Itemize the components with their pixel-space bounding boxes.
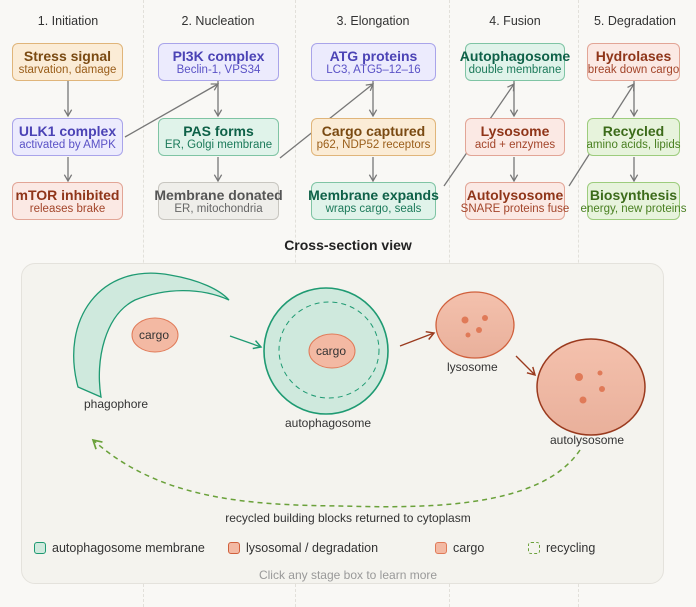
- box-subtitle: SNARE proteins fuse: [460, 202, 570, 215]
- cross-section-title: Cross-section view: [284, 237, 412, 253]
- stage-box-stress-signal[interactable]: Stress signal starvation, damage: [12, 43, 123, 81]
- recycling-swatch-icon: [528, 542, 540, 554]
- box-title: Membrane expands: [308, 186, 439, 203]
- recycle-caption: recycled building blocks returned to cyt…: [225, 511, 471, 525]
- stage-box-mtor-inhibited[interactable]: mTOR inhibited releases brake: [12, 182, 123, 220]
- stage-box-atg-proteins[interactable]: ATG proteins LC3, ATG5–12–16: [311, 43, 436, 81]
- stage-box-hydrolases[interactable]: Hydrolases break down cargo: [587, 43, 680, 81]
- stage-box-autolysosome[interactable]: Autolysosome SNARE proteins fuse: [461, 182, 569, 220]
- box-subtitle: ER, mitochondria: [174, 202, 263, 215]
- box-subtitle: starvation, damage: [18, 63, 117, 76]
- stage-title-nucleation: 2. Nucleation: [181, 14, 255, 28]
- legend-item-membrane: autophagosome membrane: [34, 541, 205, 555]
- stage-box-pi3k-complex[interactable]: PI3K complex Beclin-1, VPS34: [158, 43, 279, 81]
- box-title: Lysosome: [480, 122, 550, 139]
- autolysosome-label: autolysosome: [550, 433, 625, 447]
- box-subtitle: double membrane: [468, 63, 562, 76]
- stage-title-initiation: 1. Initiation: [37, 14, 99, 28]
- stage-box-cargo-captured[interactable]: Cargo captured p62, NDP52 receptors: [311, 118, 436, 156]
- legend-label: lysosomal / degradation: [246, 541, 379, 555]
- autophagosome-label: autophagosome: [285, 416, 372, 430]
- stage-box-membrane-expands[interactable]: Membrane expands wraps cargo, seals: [308, 182, 439, 220]
- cargo-label: cargo: [139, 328, 170, 342]
- lysosomal-swatch-icon: [228, 542, 240, 554]
- box-subtitle: ER, Golgi membrane: [164, 138, 273, 151]
- legend-label: recycling: [546, 541, 596, 555]
- cargo-label: cargo: [316, 344, 347, 358]
- stage-box-pas-forms[interactable]: PAS forms ER, Golgi membrane: [158, 118, 279, 156]
- box-title: Stress signal: [23, 47, 112, 64]
- legend-item-cargo: cargo: [435, 541, 484, 555]
- legend-label: autophagosome membrane: [52, 541, 205, 555]
- membrane-swatch-icon: [34, 542, 46, 554]
- stage-title-degradation: 5. Degradation: [593, 14, 676, 28]
- box-title: Recycled: [602, 122, 665, 139]
- box-title: Autolysosome: [466, 186, 564, 203]
- legend: autophagosome membrane lysosomal / degra…: [34, 541, 654, 557]
- box-title: Autophagosome: [459, 47, 571, 64]
- box-subtitle: amino acids, lipids: [586, 138, 681, 151]
- stage-box-lysosome[interactable]: Lysosome acid + enzymes: [465, 118, 565, 156]
- stage-title-fusion: 4. Fusion: [489, 14, 541, 28]
- stage-box-membrane-donated[interactable]: Membrane donated ER, mitochondria: [154, 182, 283, 220]
- box-title: Cargo captured: [321, 122, 426, 139]
- box-title: PI3K complex: [172, 47, 265, 64]
- phagophore-label: phagophore: [84, 397, 149, 411]
- stage-box-recycled[interactable]: Recycled amino acids, lipids: [587, 118, 680, 156]
- box-title: Membrane donated: [154, 186, 283, 203]
- cargo-swatch-icon: [435, 542, 447, 554]
- stage-box-biosynthesis[interactable]: Biosynthesis energy, new proteins: [581, 182, 686, 220]
- box-title: PAS forms: [183, 122, 254, 139]
- footer-hint: Click any stage box to learn more: [258, 568, 438, 582]
- legend-label: cargo: [453, 541, 485, 555]
- stage-title-elongation: 3. Elongation: [336, 14, 410, 28]
- box-subtitle: energy, new proteins: [580, 202, 687, 215]
- box-subtitle: p62, NDP52 receptors: [316, 138, 431, 151]
- box-subtitle: wraps cargo, seals: [325, 202, 422, 215]
- box-subtitle: acid + enzymes: [474, 138, 556, 151]
- box-title: Biosynthesis: [589, 186, 678, 203]
- legend-item-lysosomal: lysosomal / degradation: [228, 541, 378, 555]
- box-subtitle: releases brake: [29, 202, 106, 215]
- box-title: ATG proteins: [329, 47, 418, 64]
- stage-box-autophagosome[interactable]: Autophagosome double membrane: [460, 43, 570, 81]
- box-subtitle: Beclin-1, VPS34: [176, 63, 261, 76]
- lysosome-label: lysosome: [447, 360, 498, 374]
- box-subtitle: activated by AMPK: [19, 138, 116, 151]
- box-subtitle: LC3, ATG5–12–16: [326, 63, 421, 76]
- legend-item-recycling: recycling: [528, 541, 595, 555]
- box-title: mTOR inhibited: [15, 186, 120, 203]
- stage-box-ulk1-complex[interactable]: ULK1 complex activated by AMPK: [12, 118, 123, 156]
- box-subtitle: break down cargo: [587, 63, 680, 76]
- box-title: Hydrolases: [595, 47, 672, 64]
- box-title: ULK1 complex: [18, 122, 117, 139]
